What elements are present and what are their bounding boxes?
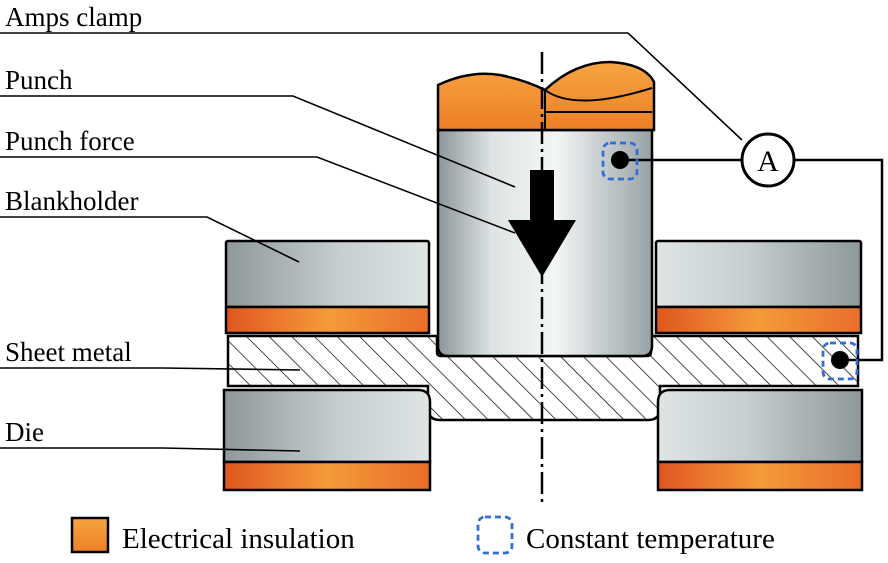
legend: Electrical insulation Constant temperatu… xyxy=(70,515,775,555)
label-sheet-metal: Sheet metal xyxy=(5,337,132,367)
temperature-marker-punch xyxy=(601,141,639,181)
punch-force-arrow xyxy=(508,170,576,277)
ammeter-circuit: A xyxy=(620,132,884,362)
label-amps-clamp: Amps clamp xyxy=(5,2,142,32)
legend-insulation-swatch xyxy=(70,516,110,554)
temperature-marker-sheet xyxy=(821,341,859,381)
blankholder-left xyxy=(224,239,431,335)
legend-insulation-label: Electrical insulation xyxy=(122,523,355,555)
ammeter-letter: A xyxy=(757,145,779,178)
contact-point-sheet xyxy=(831,351,849,369)
legend-temperature-label: Constant temperature xyxy=(526,523,775,555)
die-right xyxy=(656,388,864,492)
label-punch-force: Punch force xyxy=(5,126,135,156)
die-left xyxy=(222,388,432,492)
blankholder-right xyxy=(654,239,863,335)
label-punch: Punch xyxy=(5,65,73,95)
leader-lines xyxy=(0,32,743,452)
label-blankholder: Blankholder xyxy=(5,186,138,216)
contact-point-punch xyxy=(611,151,629,169)
label-die: Die xyxy=(5,417,44,447)
ammeter-symbol xyxy=(740,132,796,188)
legend-temperature-swatch xyxy=(476,515,514,555)
